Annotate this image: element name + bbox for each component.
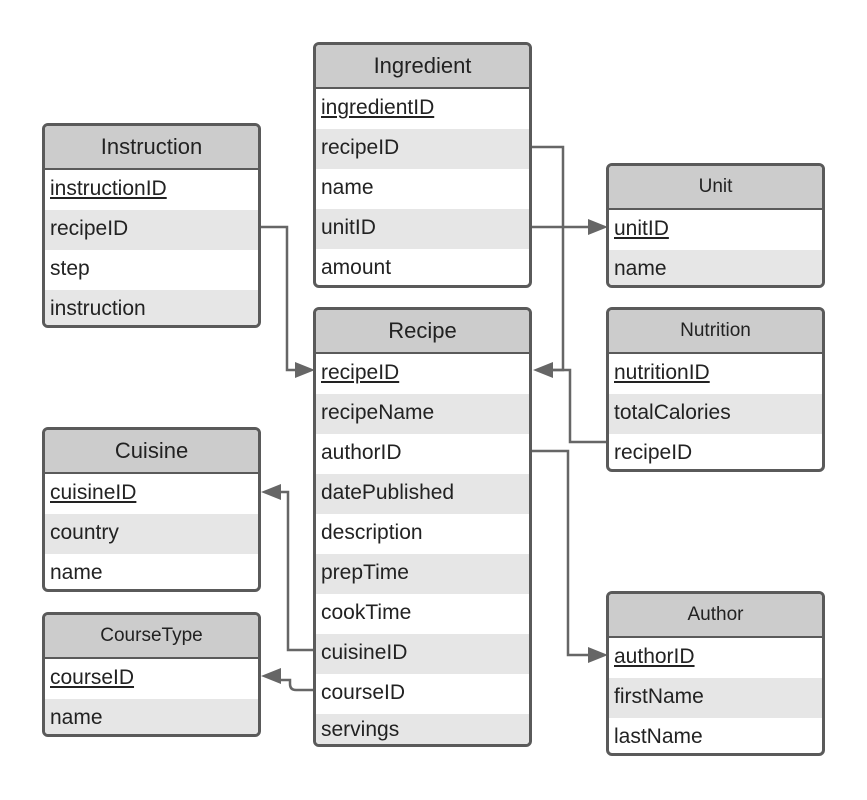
arrowhead-recipe-coursetype	[261, 668, 281, 684]
table-field: cookTime	[321, 601, 412, 624]
table-field: recipeID	[316, 129, 529, 169]
table-field: name	[321, 176, 374, 199]
table-instruction: Instruction instructionID recipeID step …	[42, 123, 261, 328]
connector-ingredient-recipe	[531, 145, 565, 372]
table-field: recipeID	[614, 441, 693, 464]
table-title: Recipe	[316, 310, 529, 354]
table-field: country	[45, 514, 258, 554]
primary-key-field: instructionID	[50, 177, 167, 200]
table-field: servings	[316, 714, 529, 744]
primary-key-field: ingredientID	[321, 96, 435, 119]
table-title: Instruction	[45, 126, 258, 170]
table-title: Author	[609, 594, 822, 638]
primary-key-field: authorID	[614, 645, 695, 668]
table-field: instruction	[45, 290, 258, 325]
table-cuisine: Cuisine cuisineID country name	[42, 427, 261, 592]
table-ingredient: Ingredient ingredientID recipeID name un…	[313, 42, 532, 288]
primary-key-field: nutritionID	[614, 361, 710, 384]
connector-instruction-recipe	[260, 225, 295, 372]
arrowhead-recipe-cuisine	[261, 484, 281, 500]
table-field: cuisineID	[316, 634, 529, 674]
primary-key-field: unitID	[614, 217, 669, 240]
table-unit: Unit unitID name	[606, 163, 825, 288]
table-field: courseID	[321, 681, 406, 704]
table-author: Author authorID firstName lastName	[606, 591, 825, 756]
table-field: prepTime	[316, 554, 529, 594]
table-title: Nutrition	[609, 310, 822, 354]
table-recipe: Recipe recipeID recipeName authorID date…	[313, 307, 532, 747]
table-title: CourseType	[45, 615, 258, 659]
table-field: recipeName	[316, 394, 529, 434]
table-title: Ingredient	[316, 45, 529, 89]
arrowhead-ingredient-unit	[588, 219, 608, 235]
table-field: name	[609, 250, 822, 285]
table-field: datePublished	[316, 474, 529, 514]
arrowhead-instruction-recipe	[295, 362, 315, 378]
table-field: description	[321, 521, 423, 544]
connector-recipe-author	[531, 449, 590, 657]
table-field: amount	[321, 256, 392, 279]
table-field: name	[50, 561, 103, 584]
arrowhead-ingredient-recipe	[533, 362, 553, 378]
primary-key-field: recipeID	[321, 361, 400, 384]
table-field: totalCalories	[609, 394, 822, 434]
table-field: recipeID	[45, 210, 258, 250]
primary-key-field: courseID	[50, 666, 135, 689]
connector-nutrition-recipe	[553, 368, 607, 444]
table-title: Cuisine	[45, 430, 258, 474]
table-field: lastName	[614, 725, 703, 748]
connector-recipe-coursetype	[280, 678, 315, 692]
arrowhead-recipe-author	[588, 647, 608, 663]
table-nutrition: Nutrition nutritionID totalCalories reci…	[606, 307, 825, 472]
table-field: authorID	[321, 441, 402, 464]
table-field: name	[45, 699, 258, 734]
table-title: Unit	[609, 166, 822, 210]
table-field: step	[50, 257, 90, 280]
table-field: unitID	[316, 209, 529, 249]
connector-recipe-cuisine	[280, 490, 315, 652]
table-field: firstName	[609, 678, 822, 718]
primary-key-field: cuisineID	[50, 481, 137, 504]
table-coursetype: CourseType courseID name	[42, 612, 261, 737]
